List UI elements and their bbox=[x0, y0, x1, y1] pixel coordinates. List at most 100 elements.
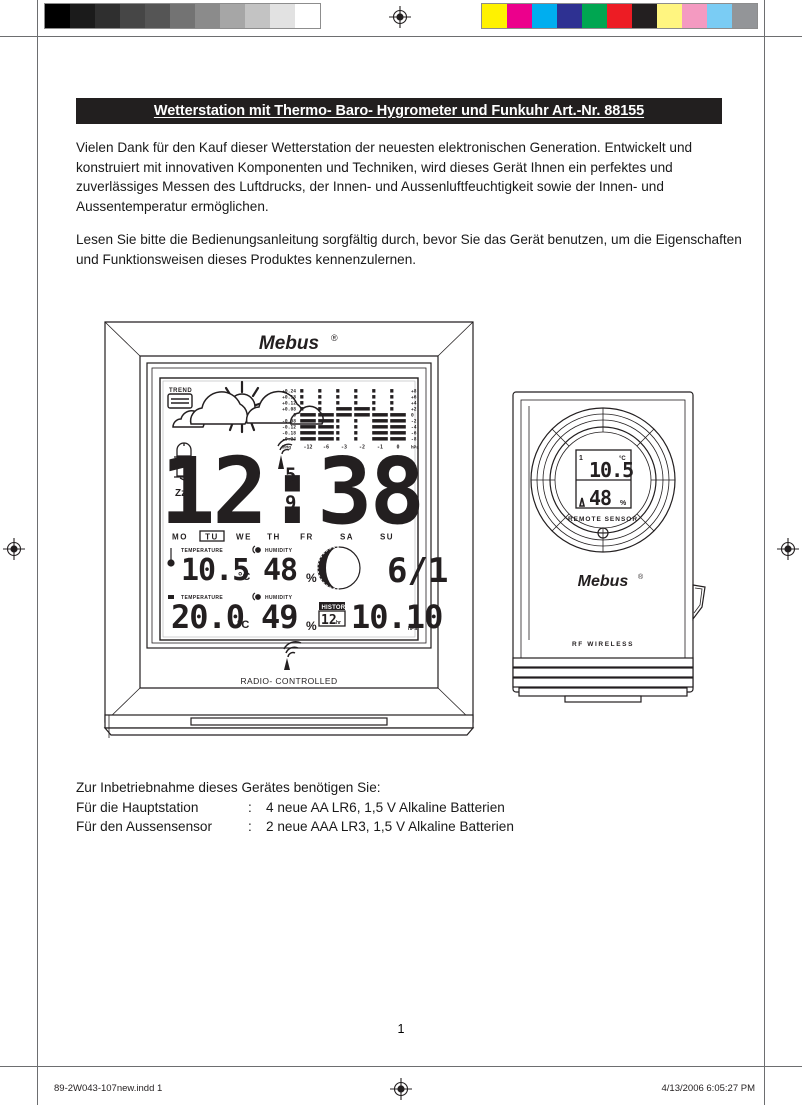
page-title-banner: Wetterstation mit Thermo- Baro- Hygromet… bbox=[76, 98, 722, 124]
gray-swatch-1 bbox=[70, 4, 95, 28]
gray-swatch-0 bbox=[45, 4, 70, 28]
grayscale-bar bbox=[44, 3, 321, 29]
remote-sensor-button bbox=[597, 527, 609, 539]
lcd-trend-label: TREND bbox=[169, 388, 192, 394]
baro-segment bbox=[372, 389, 376, 393]
battery-row-main: Für die Hauptstation : 4 neue AA LR6, 1,… bbox=[76, 798, 676, 818]
color-swatch-5 bbox=[607, 4, 632, 28]
baro-segment bbox=[300, 437, 316, 441]
baro-segment bbox=[390, 419, 406, 423]
weekday-tu: TU bbox=[205, 533, 219, 542]
weekday-fr: FR bbox=[300, 533, 314, 542]
radio-controlled-label: RADIO- CONTROLLED bbox=[240, 676, 337, 686]
color-swatch-8 bbox=[682, 4, 707, 28]
baro-segment bbox=[372, 395, 376, 399]
baro-segment bbox=[318, 419, 334, 423]
gray-swatch-6 bbox=[195, 4, 220, 28]
color-swatch-4 bbox=[582, 4, 607, 28]
color-swatch-3 bbox=[557, 4, 582, 28]
baro-segment bbox=[354, 389, 358, 393]
lcd-pressure: 10.10 bbox=[351, 598, 442, 636]
baro-segment bbox=[300, 425, 316, 429]
registration-mark-top bbox=[389, 6, 411, 28]
intro-paragraph: Vielen Dank für den Kauf dieser Wetterst… bbox=[76, 140, 693, 214]
lcd-history-box: HISTORY 12 hr bbox=[318, 602, 350, 628]
baro-segment bbox=[372, 407, 376, 411]
baro-segment bbox=[354, 437, 358, 441]
baro-segment bbox=[336, 389, 340, 393]
baro-ytick-left: 0 bbox=[293, 413, 296, 419]
baro-segment bbox=[372, 437, 388, 441]
color-calibration-bar bbox=[481, 3, 758, 29]
lcd-alarm-icons bbox=[174, 442, 194, 483]
prepress-marks-top bbox=[0, 0, 802, 36]
weekday-su: SU bbox=[380, 533, 394, 542]
gray-swatch-3 bbox=[120, 4, 145, 28]
color-swatch-6 bbox=[632, 4, 657, 28]
color-swatch-10 bbox=[732, 4, 757, 28]
baro-segment bbox=[390, 401, 394, 405]
baro-segment bbox=[372, 401, 376, 405]
baro-segment bbox=[390, 407, 394, 411]
color-swatch-2 bbox=[532, 4, 557, 28]
color-swatch-9 bbox=[707, 4, 732, 28]
baro-segment bbox=[390, 425, 406, 429]
color-swatch-1 bbox=[507, 4, 532, 28]
baro-segment bbox=[300, 419, 316, 423]
baro-segment bbox=[372, 425, 388, 429]
remote-temperature: 10.5 bbox=[589, 458, 633, 482]
baro-segment bbox=[318, 413, 334, 417]
baro-segment bbox=[372, 419, 388, 423]
weekday-th: TH bbox=[267, 533, 281, 542]
remote-brand-label: Mebus bbox=[578, 573, 629, 590]
outdoor-temp-label: TEMPERATURE bbox=[181, 548, 223, 554]
baro-segment bbox=[300, 401, 304, 405]
outdoor-humidity-label: HUMIDITY bbox=[265, 548, 293, 554]
crop-rule-left bbox=[37, 0, 38, 1105]
lcd-trend-box bbox=[167, 393, 193, 409]
outdoor-thermometer-icon bbox=[167, 548, 175, 567]
baro-segment bbox=[318, 401, 322, 405]
baro-ytick-left: -0.08 bbox=[282, 419, 296, 425]
baro-xtick: 0 bbox=[396, 445, 399, 451]
baro-segment bbox=[390, 395, 394, 399]
gray-swatch-9 bbox=[270, 4, 295, 28]
history-value: 12 bbox=[321, 613, 337, 628]
baro-ytick-left: -0.24 bbox=[282, 437, 296, 443]
gray-swatch-10 bbox=[295, 4, 320, 28]
baro-segment bbox=[300, 431, 316, 435]
indoor-temp-label: TEMPERATURE bbox=[181, 595, 223, 601]
baro-xtick: -12 bbox=[303, 445, 312, 451]
baro-xtick: -2 bbox=[359, 445, 365, 451]
battery-row-sensor: Für den Aussensensor : 2 neue AAA LR3, 1… bbox=[76, 817, 676, 837]
lcd-barometer-chart: +0.24+0.18+0.12+0.080-0.08-0.12-0.18-0.2… bbox=[282, 389, 420, 451]
outdoor-humidity-icon bbox=[252, 545, 261, 554]
remote-temp-unit: °C bbox=[619, 456, 626, 462]
baro-segment bbox=[318, 431, 334, 435]
baro-segment bbox=[318, 395, 322, 399]
weekday-mo: MO bbox=[172, 533, 188, 542]
baro-ytick-right: 0 bbox=[411, 413, 414, 419]
registration-mark-bottom bbox=[390, 1078, 412, 1100]
weekday-sa: SA bbox=[340, 533, 354, 542]
baro-ytick-right: +8 bbox=[411, 389, 417, 395]
baro-segment bbox=[372, 413, 388, 417]
baro-segment bbox=[354, 425, 358, 429]
registration-mark-right bbox=[777, 538, 799, 560]
indoor-temp-unit: °C bbox=[237, 619, 249, 631]
indoor-humidity-icon bbox=[252, 592, 261, 601]
main-brand-mark: ® bbox=[331, 333, 338, 343]
baro-segment bbox=[354, 431, 358, 435]
baro-segment bbox=[336, 407, 352, 411]
weekday-we: WE bbox=[236, 533, 252, 542]
radio-controlled-icon bbox=[283, 641, 302, 670]
history-label: HISTORY bbox=[322, 605, 350, 611]
lcd-pressure-unit: hPa bbox=[408, 626, 417, 632]
baro-xtick: -1 bbox=[377, 445, 383, 451]
crop-rule-right bbox=[764, 0, 765, 1105]
baro-segment bbox=[354, 401, 358, 405]
battery-value-sensor: 2 neue AAA LR3, 1,5 V Alkaline Batterien bbox=[266, 819, 514, 834]
baro-segment bbox=[318, 407, 322, 411]
baro-ytick-left: +0.12 bbox=[282, 401, 296, 407]
lcd-indoor-row: TEMPERATURE 20.0 °C HUMIDITY 49 % bbox=[168, 592, 317, 636]
